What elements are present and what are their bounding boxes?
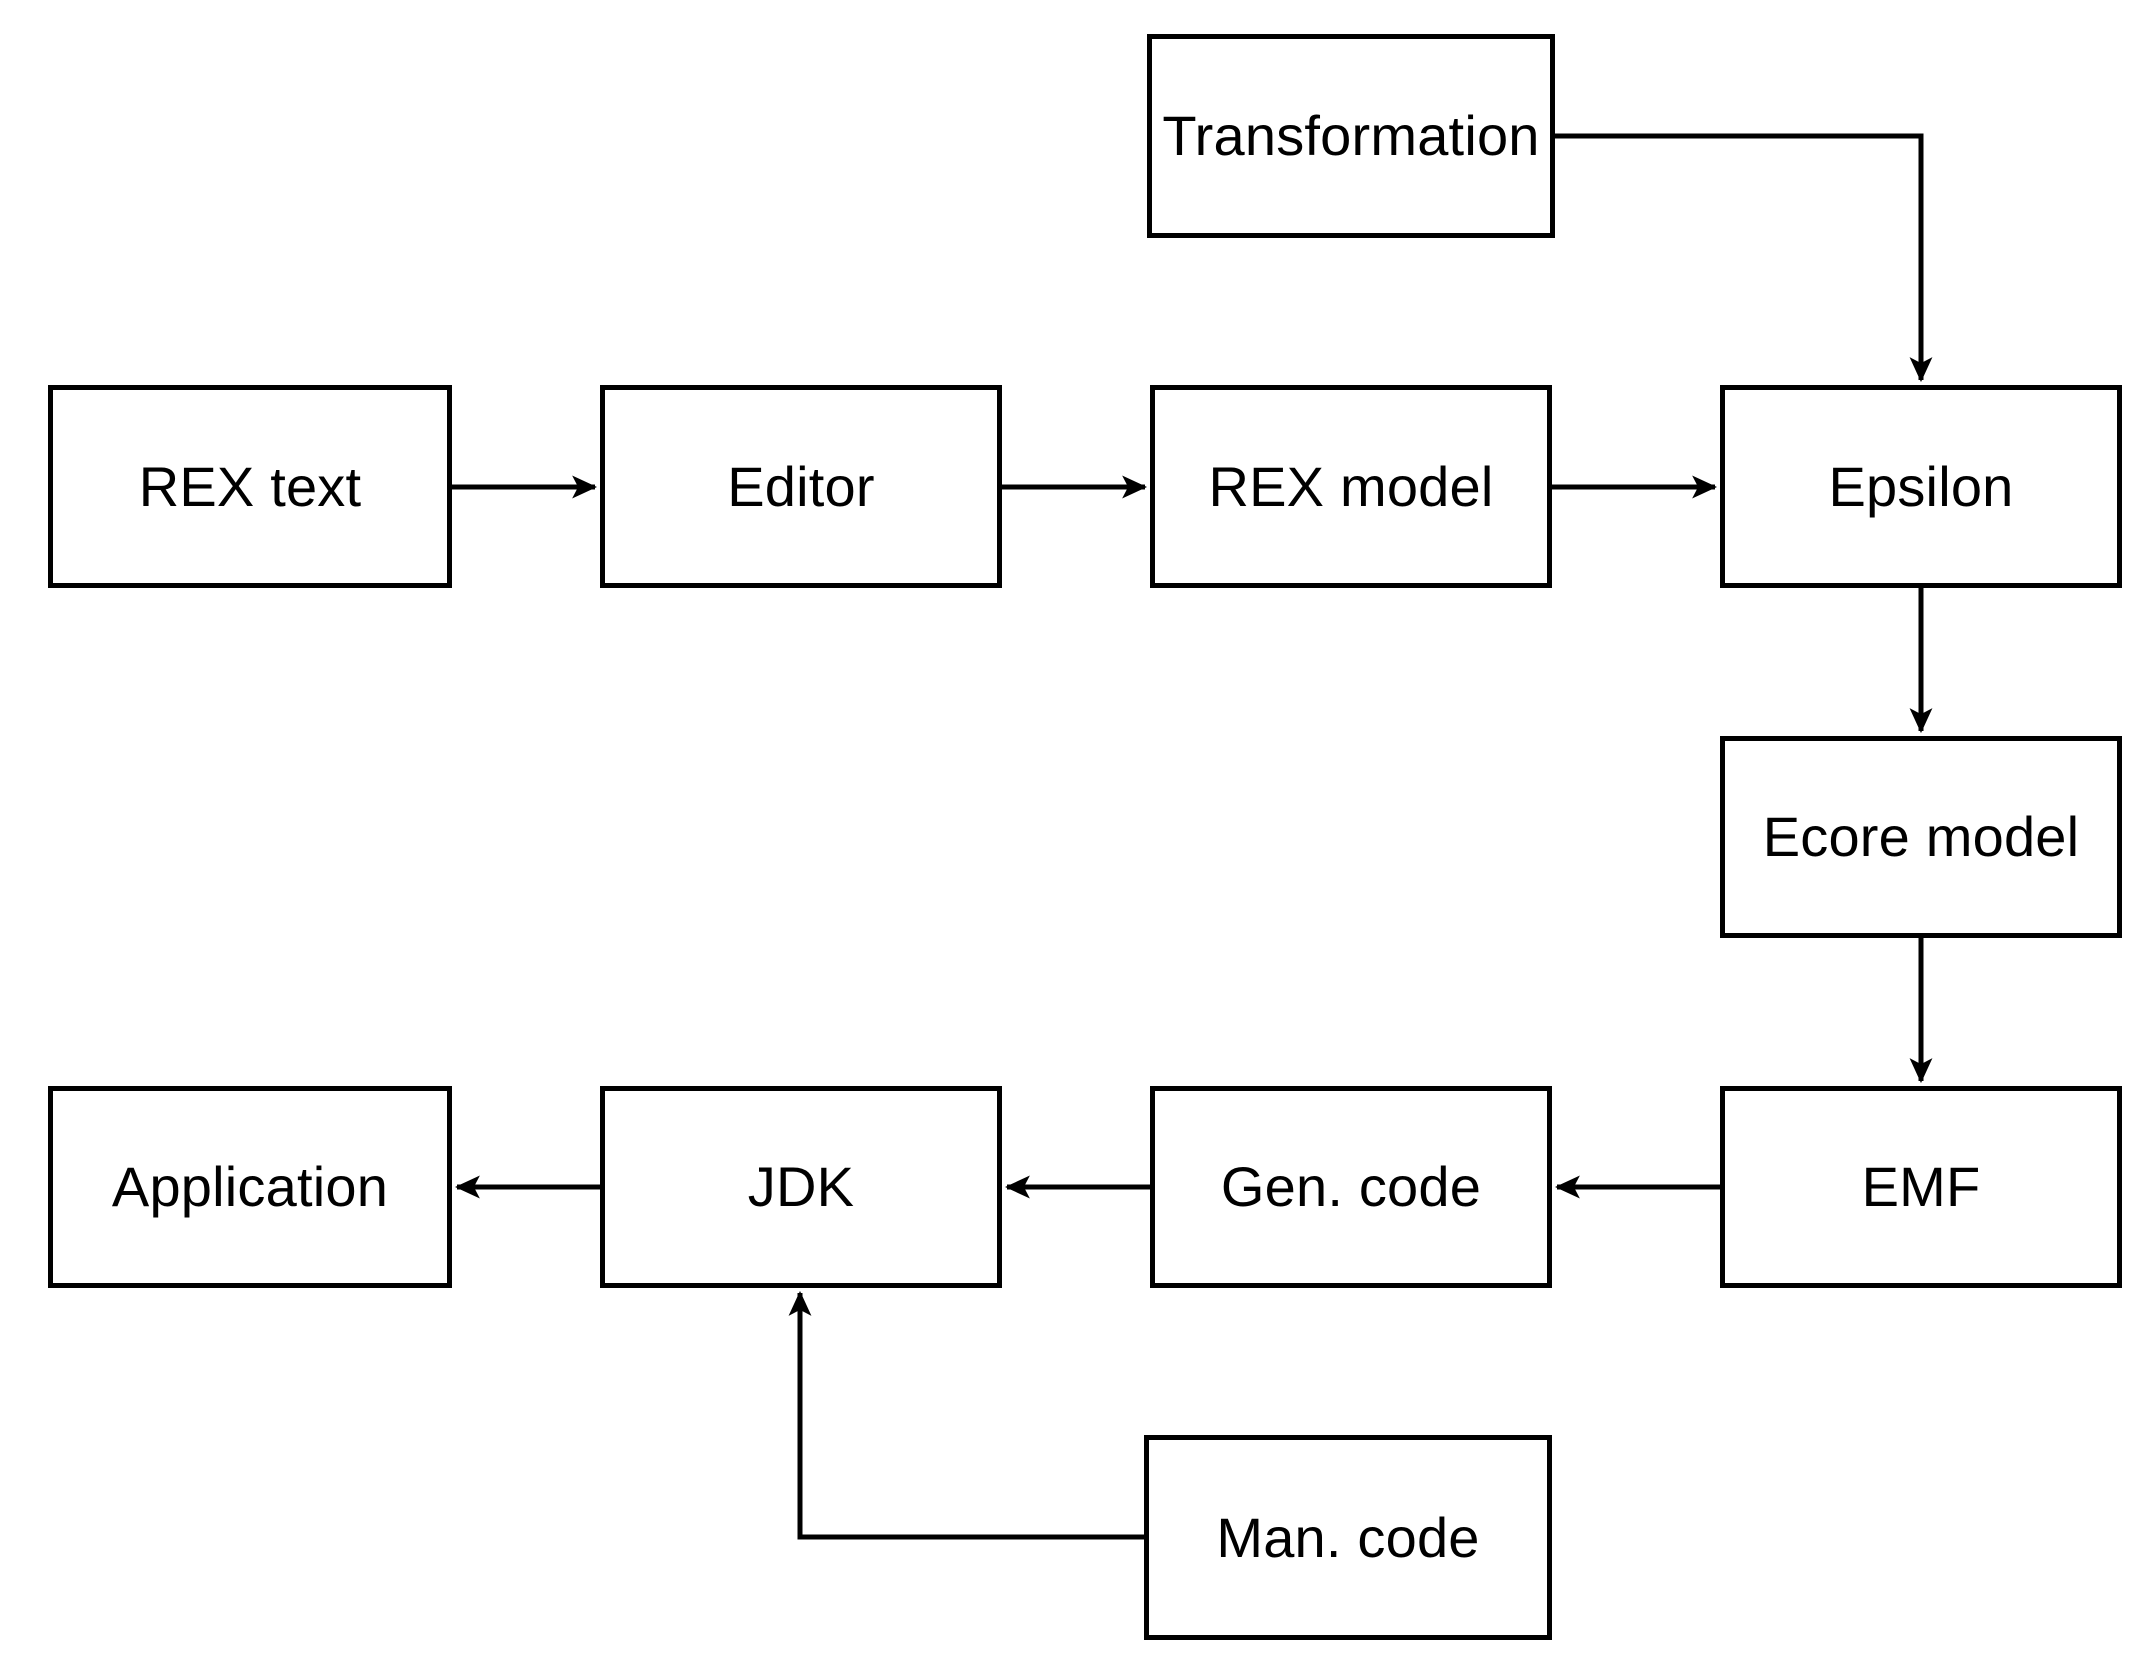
node-editor[interactable]: Editor (600, 385, 1002, 588)
edge-man-code-to-jdk (788, 1290, 1144, 1540)
node-ecore-model-label: Ecore model (1762, 805, 2080, 869)
node-rex-model[interactable]: REX model (1150, 385, 1552, 588)
node-rex-text[interactable]: REX text (48, 385, 452, 588)
node-rex-text-label: REX text (138, 454, 362, 518)
edge-transformation-to-epsilon (1555, 133, 1933, 383)
node-gen-code-label: Gen. code (1220, 1155, 1482, 1219)
node-rex-model-label: REX model (1208, 454, 1494, 518)
node-jdk[interactable]: JDK (600, 1086, 1002, 1288)
node-jdk-label: JDK (747, 1155, 855, 1219)
node-transformation[interactable]: Transformation (1147, 34, 1555, 238)
node-emf-label: EMF (1861, 1155, 1981, 1219)
node-application-label: Application (111, 1155, 389, 1219)
node-epsilon-label: Epsilon (1828, 454, 2014, 518)
node-man-code-label: Man. code (1216, 1505, 1480, 1569)
node-emf[interactable]: EMF (1720, 1086, 2122, 1288)
node-man-code[interactable]: Man. code (1144, 1435, 1552, 1640)
node-epsilon[interactable]: Epsilon (1720, 385, 2122, 588)
node-application[interactable]: Application (48, 1086, 452, 1288)
node-transformation-label: Transformation (1162, 104, 1540, 168)
node-gen-code[interactable]: Gen. code (1150, 1086, 1552, 1288)
node-ecore-model[interactable]: Ecore model (1720, 736, 2122, 938)
node-editor-label: Editor (727, 454, 875, 518)
